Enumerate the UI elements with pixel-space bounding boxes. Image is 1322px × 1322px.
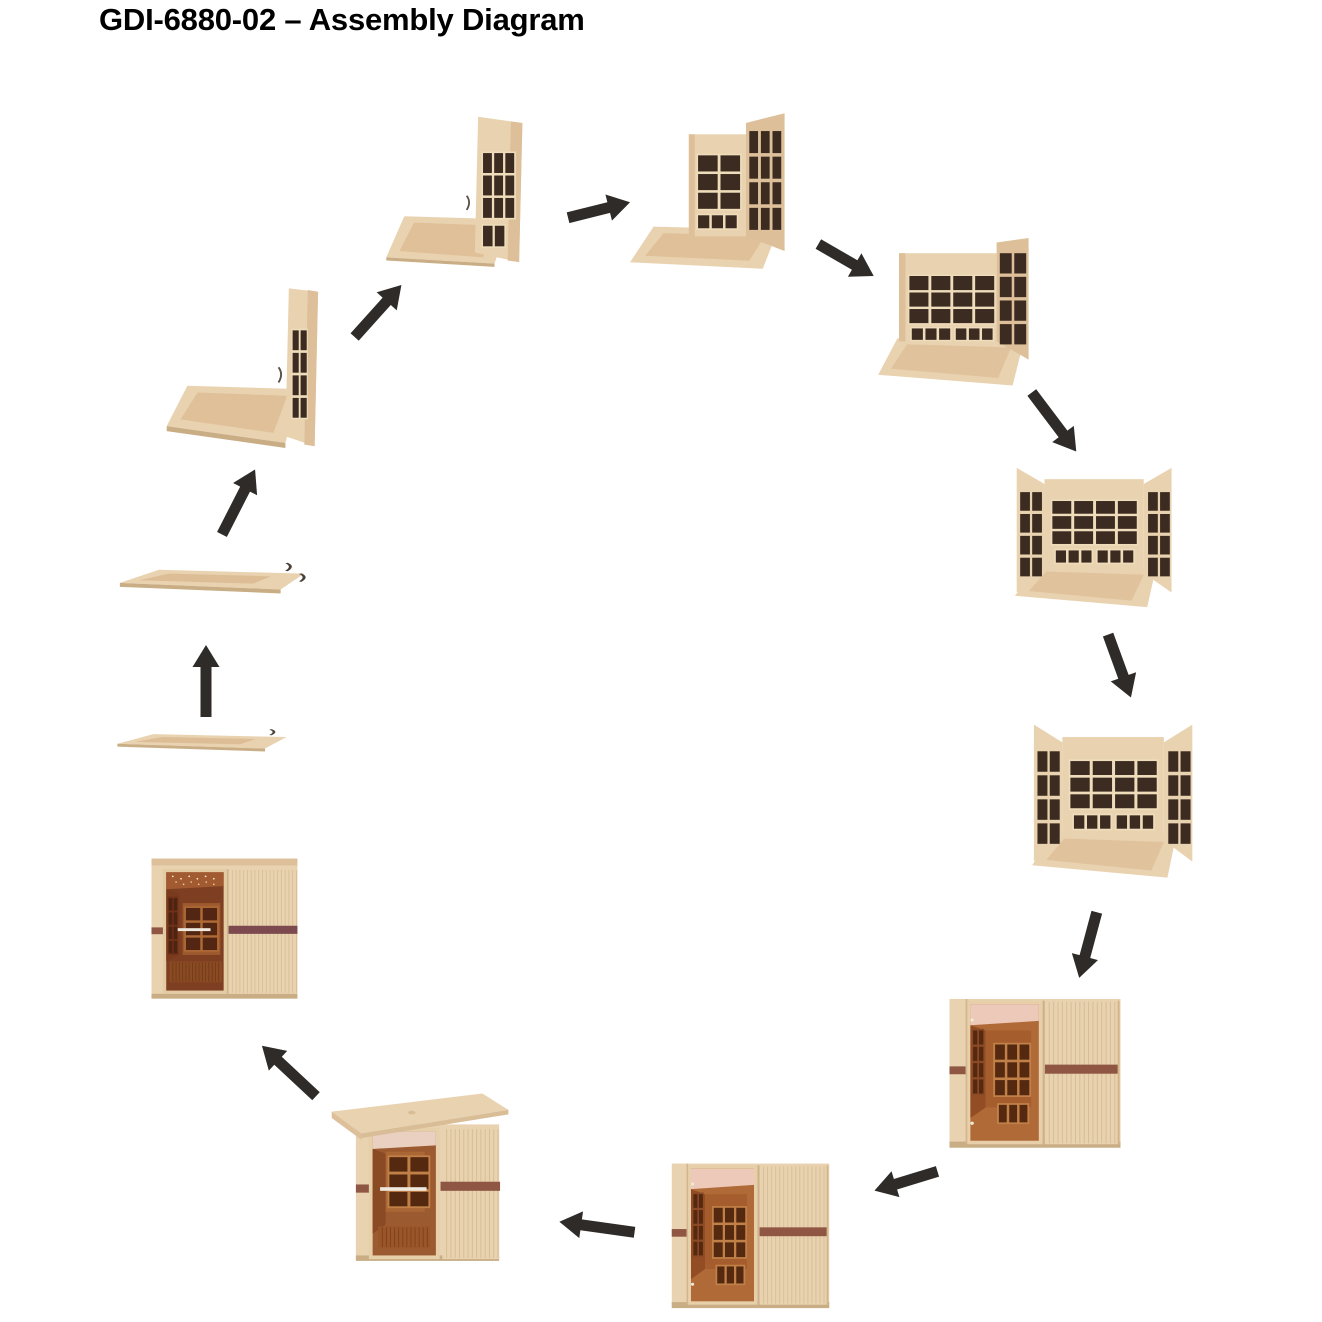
arrow-step-2-to-step-3 [208, 463, 268, 542]
sauna-step-illustration [878, 238, 1029, 386]
sauna-step-illustration [386, 116, 523, 267]
sauna-step-illustration [1032, 724, 1193, 878]
arrow-step-7-to-step-8 [1093, 629, 1144, 702]
assembly-step-7-three-walls [1008, 450, 1182, 612]
sauna-step-illustration [630, 113, 785, 269]
arrow-icon [1071, 910, 1103, 978]
sauna-step-illustration [119, 562, 306, 594]
sauna-step-illustration [671, 1163, 830, 1309]
arrow-icon [261, 1045, 320, 1101]
arrow-icon [192, 645, 220, 717]
assembly-step-2-floor-panel [114, 542, 310, 608]
arrow-icon [566, 194, 631, 224]
arrow-step-4-to-step-5 [564, 188, 633, 233]
sauna-step-illustration [949, 999, 1121, 1148]
assembly-step-8-three-walls-complete [1025, 705, 1203, 883]
assembly-step-3-floor-with-back-wall [165, 285, 337, 453]
assembly-step-12-finished-sauna [140, 848, 304, 1010]
page-title: GDI-6880-02 – Assembly Diagram [99, 2, 585, 37]
arrow-icon [815, 239, 874, 277]
arrow-icon [874, 1166, 940, 1198]
arrow-step-9-to-step-10 [870, 1157, 942, 1205]
assembly-step-1-base-panel [112, 714, 292, 762]
arrow-icon [559, 1211, 636, 1239]
arrow-icon [350, 284, 402, 341]
arrow-step-3-to-step-4 [343, 275, 412, 347]
sauna-step-illustration [151, 858, 298, 999]
assembly-step-9-front-wall-with-door [940, 985, 1130, 1160]
arrow-icon [216, 469, 257, 538]
arrow-step-8-to-step-9 [1065, 908, 1112, 981]
arrow-icon [1027, 389, 1077, 452]
arrow-step-11-to-step-12 [252, 1035, 327, 1107]
assembly-step-5-floor-two-walls-corner [625, 110, 793, 272]
assembly-step-4-floor-with-wall-panels [383, 112, 547, 270]
assembly-step-11-roof-placement [328, 1088, 514, 1270]
arrow-icon [1102, 632, 1136, 698]
arrow-step-1-to-step-2 [191, 645, 221, 717]
arrow-step-6-to-step-7 [1020, 383, 1088, 460]
assembly-step-10-front-assembled [663, 1150, 838, 1320]
sauna-step-illustration [166, 288, 319, 448]
sauna-step-illustration [331, 1093, 509, 1261]
sauna-step-illustration [1014, 467, 1172, 608]
sauna-step-illustration [117, 729, 287, 752]
arrow-step-10-to-step-11 [557, 1207, 636, 1247]
assembly-step-6-two-walls-heater-panels [875, 238, 1035, 390]
arrow-step-5-to-step-6 [811, 231, 881, 289]
